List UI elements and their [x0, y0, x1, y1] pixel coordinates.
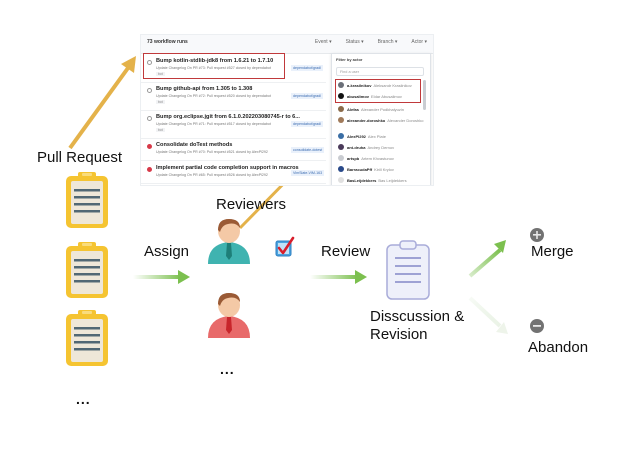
run-title[interactable]: Implement partial code completion suppor… [156, 165, 299, 171]
run-tag: bot [156, 128, 165, 132]
abandon-arrow [468, 296, 508, 334]
merge-arrow [468, 240, 506, 278]
merge-label: Merge [531, 243, 574, 260]
user-avatar [338, 93, 344, 99]
approved-checkbox-icon [275, 236, 295, 257]
merge-plus-icon [530, 228, 544, 242]
reviewer-avatar-icon [208, 293, 250, 338]
pull-request-label: Pull Request [37, 149, 123, 166]
highlighted-actors-box [335, 79, 421, 103]
user-avatar [338, 117, 344, 123]
workflow-run-row[interactable]: Bump kotlin-stdlib-jdk8 from 1.6.21 to 1… [141, 54, 326, 83]
actor-filter-menu: Filter by actor Find a user a-krasilniko… [331, 53, 431, 185]
run-subtitle: Update Changelog On PR #65: Pull request… [156, 173, 268, 177]
branch-filter-button[interactable]: Branch ▾ [377, 39, 398, 45]
discussion-label: Disscussion & [370, 308, 465, 325]
pull-request-clipboard-icon [66, 310, 108, 366]
pr-to-panel-arrow [68, 56, 136, 150]
abandon-label: Abandon [528, 339, 589, 356]
reviewer-avatar-icon [208, 219, 250, 264]
run-branch[interactable]: dependabot/gradl [291, 65, 323, 71]
user-avatar [338, 106, 344, 112]
run-subtitle: Update Changelog On PR #73: Pull request… [156, 66, 271, 70]
pull-request-clipboard-icon [66, 242, 108, 298]
revision-label: Revision [370, 326, 428, 343]
status-filter-button[interactable]: Status ▾ [345, 39, 364, 45]
menu-scrollbar[interactable] [423, 80, 426, 110]
run-subtitle: Update Changelog On PR #70: Pull request… [156, 150, 268, 154]
event-filter-button[interactable]: Event ▾ [314, 39, 332, 45]
run-tag: bot [156, 100, 165, 104]
filter-bar: Event ▾ Status ▾ Branch ▾ Actor ▾ [315, 39, 427, 45]
run-title[interactable]: Bump github-api from 1.305 to 1.308 [156, 86, 253, 92]
user-avatar [338, 166, 344, 172]
run-branch[interactable]: dependabot/gradl [291, 93, 323, 99]
user-avatar [338, 144, 344, 150]
highlighted-run-box [143, 53, 285, 79]
user-avatar [338, 177, 344, 183]
run-branch[interactable]: consolidate-dotest [291, 147, 325, 153]
run-title[interactable]: Bump org.eclipse.jgit from 6.1.0.2022030… [156, 114, 300, 120]
reviewers-label: Reviewers [216, 196, 287, 213]
run-status-failed-icon [147, 144, 152, 149]
run-subtitle: Update Changelog On PR #72: Pull request… [156, 94, 271, 98]
workflow-run-row[interactable]: Bump org.eclipse.jgit from 6.1.0.2022030… [141, 110, 326, 139]
run-title[interactable]: Bump kotlin-stdlib-jdk8 from 1.6.21 to 1… [156, 58, 274, 64]
workflow-run-count: 73 workflow runs [147, 39, 188, 45]
run-title[interactable]: Consolidate doTest methods [156, 142, 233, 148]
run-branch[interactable]: dependabot/gradl [291, 121, 323, 127]
actor-menu-header: Filter by actor [336, 57, 363, 62]
workflow-run-row[interactable]: Implement partial code completion suppor… [141, 161, 326, 184]
github-workflow-runs-panel: 73 workflow runs Event ▾ Status ▾ Branch… [140, 34, 434, 186]
discussion-document-icon [386, 240, 430, 300]
run-status-neutral-icon [147, 116, 152, 121]
run-status-neutral-icon [147, 60, 152, 65]
workflow-run-row[interactable]: Bump github-api from 1.305 to 1.308 Upda… [141, 82, 326, 111]
run-status-neutral-icon [147, 88, 152, 93]
user-avatar [338, 82, 344, 88]
pull-request-clipboard-icon [66, 172, 108, 228]
review-label: Review [321, 243, 371, 260]
review-arrow [310, 270, 367, 284]
run-subtitle: Update Changelog On PR #71: Pull request… [156, 122, 271, 126]
panel-header: 73 workflow runs Event ▾ Status ▾ Branch… [141, 35, 433, 54]
find-user-input[interactable]: Find a user [336, 67, 424, 76]
run-branch[interactable]: VimSlate-VIM-163 [291, 170, 325, 176]
user-avatar [338, 155, 344, 161]
user-avatar [338, 133, 344, 139]
more-pull-requests-ellipsis: ... [76, 391, 91, 407]
run-status-failed-icon [147, 167, 152, 172]
assign-arrow [133, 270, 190, 284]
run-tag: bot [156, 72, 165, 76]
more-reviewers-ellipsis: ... [220, 361, 235, 377]
workflow-run-row[interactable]: Consolidate doTest methods Update Change… [141, 138, 326, 161]
abandon-minus-icon [530, 319, 544, 333]
actor-filter-button[interactable]: Actor ▾ [411, 39, 427, 45]
assign-label: Assign [144, 243, 190, 260]
